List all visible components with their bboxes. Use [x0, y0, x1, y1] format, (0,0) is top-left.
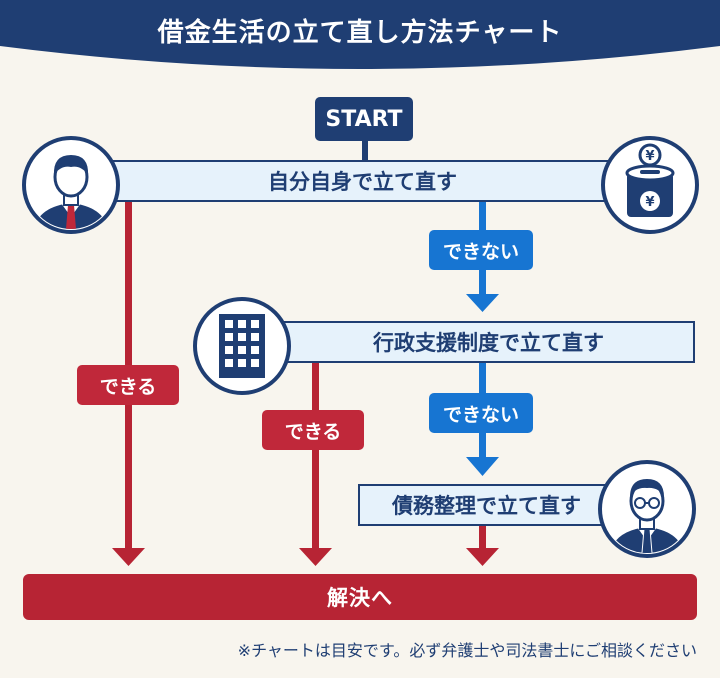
step-public-support: 行政支援制度で立て直す: [282, 321, 695, 363]
yen-savings-icon: ¥ ¥: [601, 136, 699, 234]
result-bar: 解決へ: [23, 574, 697, 620]
disclaimer-note: ※チャートは目安です。必ず弁護士や司法書士にご相談ください: [237, 641, 697, 660]
blue-arrowhead-1: [466, 294, 499, 312]
government-building-icon: [193, 297, 291, 395]
header-banner: 借金生活の立て直し方法チャート: [0, 0, 720, 75]
svg-text:¥: ¥: [645, 149, 654, 164]
start-connector: [362, 140, 368, 160]
cannot-tag-1: できない: [429, 230, 533, 270]
cannot-tag-2: できない: [429, 393, 533, 433]
step-self-recovery: 自分自身で立て直す: [110, 160, 615, 202]
red-arrowhead-3: [466, 548, 499, 566]
start-label: START: [315, 97, 413, 141]
can-tag-2: できる: [262, 410, 364, 450]
red-line-2: [312, 363, 319, 550]
red-line-3: [479, 526, 486, 550]
step-debt-settlement: 債務整理で立て直す: [358, 484, 615, 526]
businessman-icon: [22, 136, 120, 234]
lawyer-icon: [598, 460, 696, 558]
can-tag-1: できる: [77, 365, 179, 405]
blue-arrowhead-2: [466, 457, 499, 476]
red-arrowhead-2: [299, 548, 332, 566]
header-background: [0, 0, 720, 69]
page-title: 借金生活の立て直し方法チャート: [157, 18, 563, 48]
svg-text:¥: ¥: [645, 195, 654, 210]
red-arrowhead-1: [112, 548, 145, 566]
